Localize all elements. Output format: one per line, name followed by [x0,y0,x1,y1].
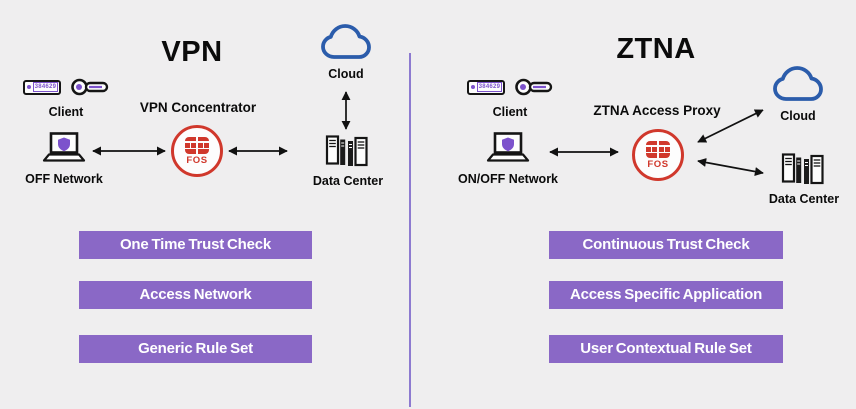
ztna-client-label: Client [492,105,528,119]
vpn-endpoint: OFF Network [14,132,114,186]
fortitoken-icon: 384629 [466,79,505,95]
token-code: 384629 [476,82,503,92]
token-led [26,85,31,89]
laptop-shield-icon [42,132,86,162]
ztna-client: 384629 Client [464,76,556,119]
vpn-cloud-label: Cloud [328,67,364,81]
ztna-cloud-label: Cloud [780,109,816,123]
ztna-title: ZTNA [616,33,696,65]
vpn-banner-2: Access Network [79,281,312,309]
ztna-endpoint: ON/OFF Network [458,132,558,186]
datacenter-icon [325,135,368,167]
cloud-icon [773,66,823,101]
vpn-fos-node: FOS [171,125,223,177]
vpn-banner-3: Generic Rule Set [79,335,312,363]
cloud-icon [321,24,371,59]
token-led [470,85,475,89]
vpn-banner-1: One Time Trust Check [79,231,312,259]
vpn-title: VPN [161,36,223,68]
vpn-fos-label: FOS [186,154,208,166]
ztna-banner-3: User Contextual Rule Set [549,335,783,363]
ztna-fos-node: FOS [632,129,684,181]
key-icon [70,78,108,96]
vpn-datacenter-label: Data Center [312,174,384,188]
ztna-banner-2: Access Specific Application [549,281,783,309]
vpn-client-label: Client [48,105,84,119]
vpn-cloud: Cloud [312,20,380,81]
vpn-datacenter: Data Center [310,134,386,188]
ztna-banner-1: Continuous Trust Check [549,231,783,259]
vpn-concentrator-label: VPN Concentrator [139,100,257,115]
ztna-access-proxy-label: ZTNA Access Proxy [593,103,721,118]
section-divider [409,53,411,407]
ztna-network-label: ON/OFF Network [458,172,559,186]
token-code: 384629 [32,82,59,92]
key-icon [514,78,552,96]
ztna-cloud: Cloud [764,62,832,123]
laptop-shield-icon [486,132,530,162]
fortitoken-icon: 384629 [22,79,61,95]
ztna-datacenter-label: Data Center [768,192,840,206]
fortinet-grid-icon [185,136,209,154]
ztna-datacenter: Data Center [766,152,842,206]
datacenter-icon [781,153,824,185]
ztna-fos-label: FOS [647,158,669,170]
fortinet-grid-icon [646,140,670,158]
vpn-client: 384629 Client [20,76,112,119]
vpn-network-label: OFF Network [25,172,103,186]
